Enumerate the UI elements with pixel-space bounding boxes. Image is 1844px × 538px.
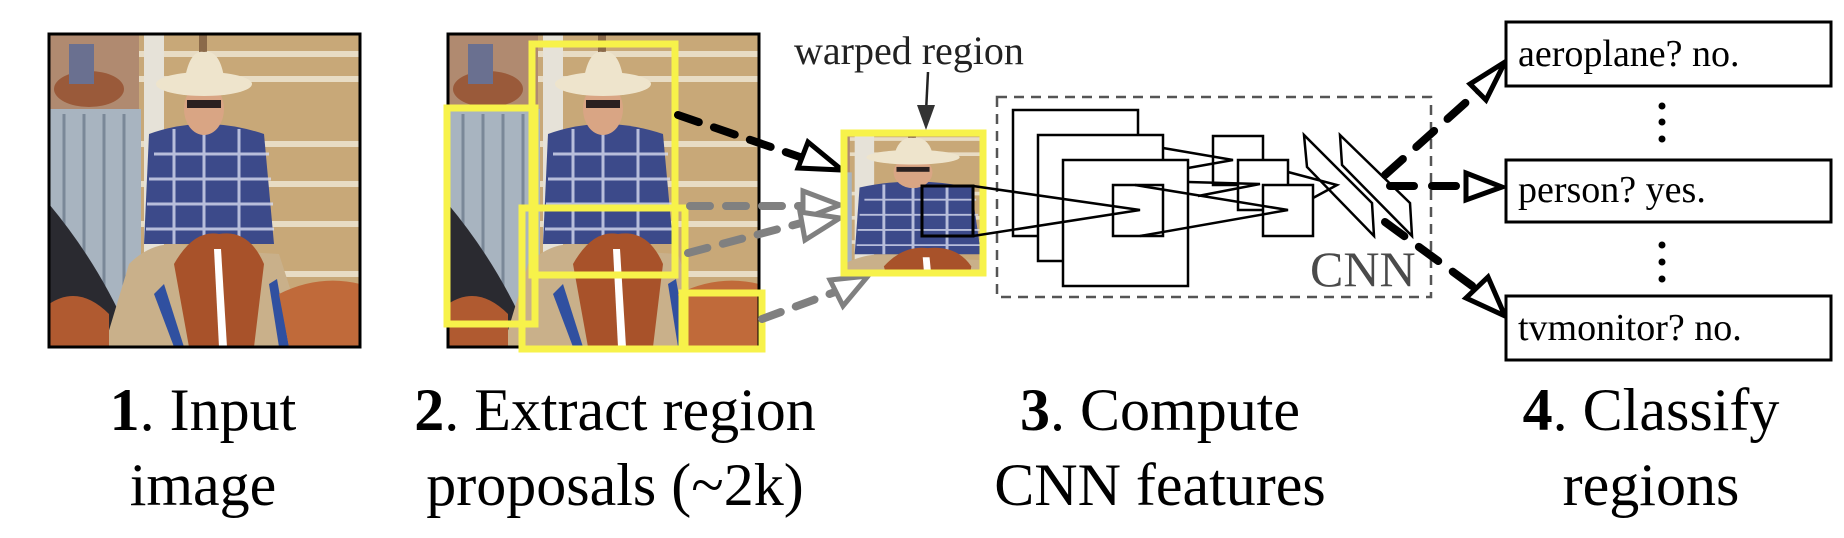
proposal-box bbox=[518, 204, 689, 353]
cnn-block: CNN bbox=[972, 95, 1433, 299]
connection-lines bbox=[972, 146, 1341, 238]
fc-layer bbox=[1338, 131, 1414, 240]
black-dashed-arrow bbox=[1381, 84, 1486, 179]
black-dashed-arrow bbox=[674, 111, 804, 161]
step-1-label-line2: image bbox=[130, 452, 277, 518]
class-label: tvmonitor? no. bbox=[1518, 307, 1742, 349]
arrow-head bbox=[794, 137, 850, 173]
step-3-label: 3. Compute bbox=[1020, 377, 1300, 443]
proposal-box bbox=[443, 104, 539, 328]
cnn-dashed-box bbox=[995, 95, 1433, 299]
step-3-label-line2: CNN features bbox=[994, 452, 1326, 518]
class-box-person bbox=[1504, 158, 1833, 224]
warp-arrows bbox=[674, 111, 874, 323]
class-label: aeroplane? no. bbox=[1518, 33, 1740, 75]
step-2-label-line2: proposals (~2k) bbox=[426, 452, 803, 518]
proposal-boxes bbox=[443, 40, 766, 353]
step-4-label: 4. Classify bbox=[1523, 377, 1780, 443]
class-box-aeroplane bbox=[1504, 20, 1833, 88]
arrow-head bbox=[917, 105, 935, 130]
gray-dashed-arrow bbox=[758, 288, 839, 323]
step-labels: 1. Input image 2. Extract region proposa… bbox=[110, 377, 1780, 518]
warped-region-label: warped region bbox=[794, 28, 1024, 73]
class-label: person? yes. bbox=[1518, 169, 1706, 211]
arrow-head bbox=[1466, 55, 1512, 105]
receptive-field-box bbox=[920, 184, 975, 238]
arrow-head bbox=[796, 209, 848, 245]
input-image bbox=[47, 32, 362, 349]
arrow-head bbox=[1463, 169, 1510, 204]
proposals-image bbox=[446, 32, 761, 349]
class-results: aeroplane? no. person? yes. tvmonitor? n… bbox=[1504, 20, 1833, 362]
warped-region-image bbox=[840, 129, 987, 277]
step-1-label: 1. Input bbox=[110, 377, 297, 443]
ellipsis-dots bbox=[1658, 102, 1666, 283]
arrow-head bbox=[1461, 272, 1510, 322]
black-dashed-arrow bbox=[1381, 218, 1479, 292]
step-4-label-line2: regions bbox=[1563, 452, 1740, 518]
step-2-label: 2. Extract region bbox=[414, 377, 816, 443]
gray-dashed-arrow bbox=[684, 218, 809, 257]
class-box-tvmonitor bbox=[1504, 294, 1833, 362]
arrow-head bbox=[826, 272, 874, 311]
fc-layer bbox=[1302, 131, 1376, 240]
cnn-label: CNN bbox=[1310, 241, 1416, 297]
classify-arrows bbox=[1381, 55, 1512, 322]
